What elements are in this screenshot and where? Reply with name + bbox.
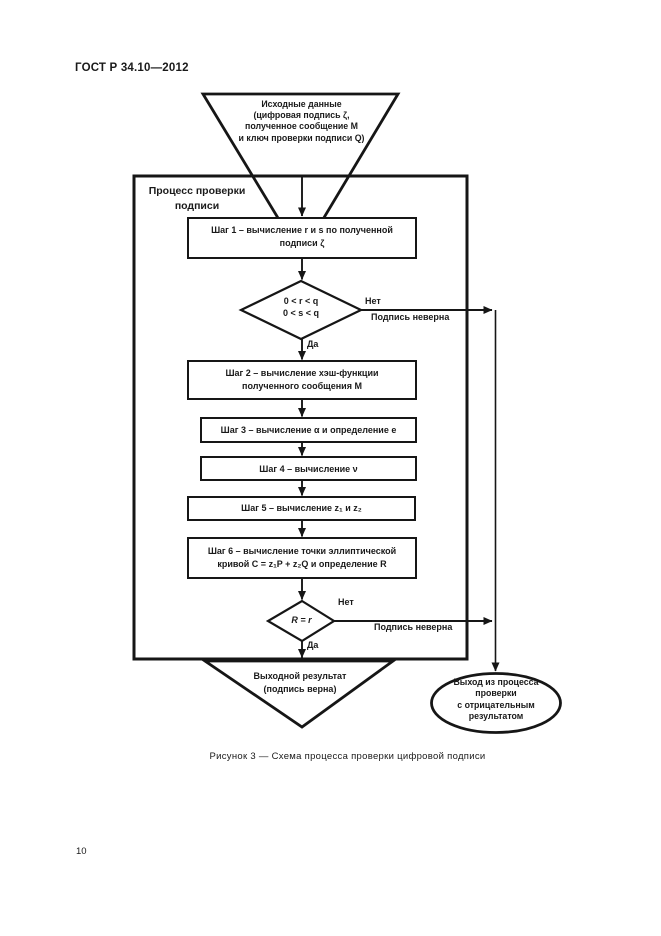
decision-text-line: 0 < r < q <box>283 296 319 306</box>
label-invalid-2: Подпись неверна <box>374 622 453 632</box>
step-3-text: Шаг 3 – вычисление α и определение е <box>201 424 416 436</box>
decision-2-diamond <box>265 599 337 643</box>
step-text-line: Шаг 3 – вычисление α и определение е <box>220 425 397 435</box>
step-text-line: Шаг 5 – вычисление z₁ и z₂ <box>241 503 362 513</box>
label-invalid-1: Подпись неверна <box>371 312 450 322</box>
process-box-label: Процесс проверки подписи <box>143 184 251 213</box>
step-1-text: Шаг 1 – вычисление r и s по полученной п… <box>188 224 416 250</box>
exit-text-line: Выход из процесса <box>453 677 539 687</box>
step-6-box <box>187 537 417 579</box>
output-text-line: (подпись верна) <box>263 683 337 694</box>
step-text-line: Шаг 2 – вычисление хэш-функции <box>225 368 379 378</box>
exit-ellipse-text: Выход из процесса проверки с отрицательн… <box>433 677 559 722</box>
label-no-1: Нет <box>365 296 381 306</box>
decision-2-text: R = r <box>271 615 332 625</box>
step-text-line: кривой С = z₁P + z₂Q и определение R <box>217 559 387 569</box>
output-result-text: Выходной результат (подпись верна) <box>207 670 393 695</box>
input-data-text: Исходные данные (цифровая подпись ζ, пол… <box>201 99 402 144</box>
input-data-line: Исходные данные <box>261 99 342 109</box>
page-number: 10 <box>76 846 87 857</box>
exit-text-line: результатом <box>468 710 524 721</box>
step-text-line: подписи ζ <box>279 238 325 248</box>
label-yes-2: Да <box>307 640 319 650</box>
output-text-line: Выходной результат <box>253 671 347 681</box>
step-text-line: Шаг 6 – вычисление точки эллиптической <box>207 546 397 556</box>
step-4-box <box>200 456 417 481</box>
step-text-line: Шаг 1 – вычисление r и s по полученной <box>211 225 393 235</box>
output-triangle <box>200 659 398 729</box>
process-box <box>132 174 469 661</box>
decision-1-diamond <box>238 279 364 341</box>
decision-text-line: 0 < s < q <box>282 307 320 318</box>
label-no-2: Нет <box>338 597 354 607</box>
input-data-line: (цифровая подпись ζ, <box>253 110 350 121</box>
step-3-box <box>200 417 417 443</box>
step-5-text: Шаг 5 – вычисление z₁ и z₂ <box>188 502 415 514</box>
step-4-text: Шаг 4 – вычисление ν <box>201 463 416 475</box>
step-6-text: Шаг 6 – вычисление точки эллиптической к… <box>188 545 416 571</box>
decision-1-text: 0 < r < q 0 < s < q <box>251 296 351 319</box>
exit-ellipse <box>430 672 562 734</box>
input-data-line: полученное сообщение М <box>245 121 358 132</box>
input-data-line: и ключ проверки подписи Q) <box>238 132 365 143</box>
process-label-line: подписи <box>174 199 220 212</box>
step-1-box <box>187 217 417 259</box>
figure-caption: Рисунок 3 — Схема процесса проверки цифр… <box>209 751 486 762</box>
step-text-line: полученного сообщения М <box>242 381 362 391</box>
process-label-line: Процесс проверки <box>148 185 246 197</box>
step-text-line: Шаг 4 – вычисление ν <box>259 464 358 474</box>
decision-text-line: R = r <box>291 615 312 625</box>
exit-text-line: проверки <box>475 688 517 699</box>
exit-text-line: с отрицательным <box>457 699 535 710</box>
document-header: ГОСТ Р 34.10—2012 <box>75 62 189 74</box>
label-yes-1: Да <box>307 339 319 349</box>
step-2-text: Шаг 2 – вычисление хэш-функции полученно… <box>188 367 416 393</box>
